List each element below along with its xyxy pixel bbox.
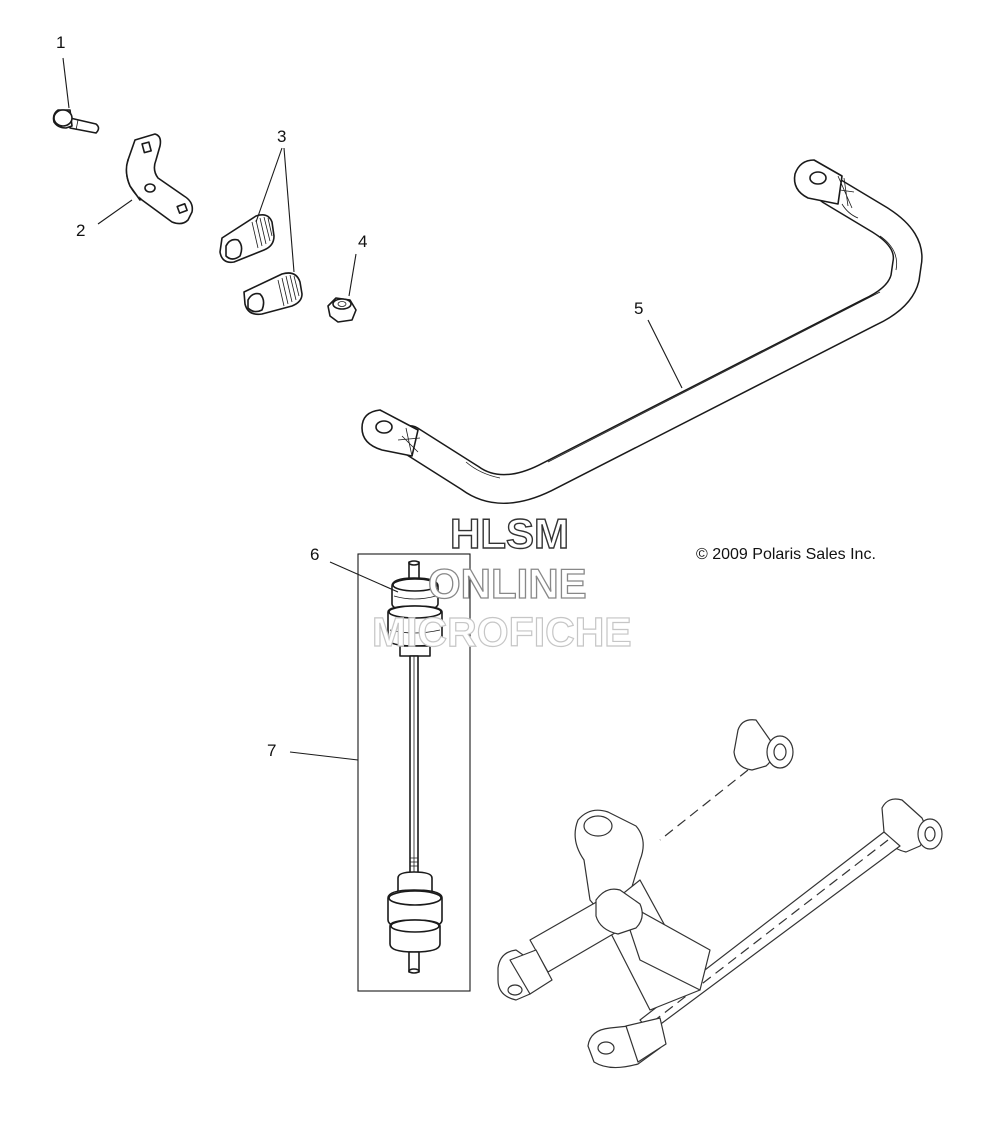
leader-1 [62, 57, 70, 109]
callout-4: 4 [358, 232, 367, 251]
part-2-clamp [125, 133, 194, 225]
part-1-bolt [52, 109, 100, 134]
part-5-stabilizer-bar [361, 159, 923, 504]
leader-6 [329, 561, 399, 593]
part-3-bushing-lower [243, 272, 303, 316]
callout-5: 5 [634, 299, 643, 318]
leader-4 [348, 253, 357, 297]
leader-2 [97, 199, 133, 225]
callout-1: 1 [56, 33, 65, 52]
callout-6: 6 [310, 545, 319, 564]
callout-3: 3 [277, 127, 286, 146]
leader-3b [283, 147, 295, 273]
watermark-line-3: MICROFICHE [372, 609, 632, 655]
watermark-line-2: ONLINE [428, 560, 587, 607]
leader-3a [255, 147, 283, 223]
part-7-link-box [357, 553, 471, 992]
callout-7: 7 [267, 741, 276, 760]
part-3-bushing-upper [219, 214, 275, 264]
part-6-link-bushing [391, 577, 439, 611]
copyright-text: © 2009 Polaris Sales Inc. [696, 546, 876, 563]
leader-lines [62, 57, 683, 761]
leader-7 [289, 751, 359, 761]
part-4-nut [327, 297, 357, 323]
leader-5 [647, 319, 683, 389]
watermark-line-1: HLSM [450, 510, 569, 557]
reference-suspension-ghost [497, 719, 943, 1069]
watermark: HLSM ONLINE MICROFICHE [371, 509, 632, 655]
part-7-link-assembly [387, 560, 443, 974]
callout-2: 2 [76, 221, 85, 240]
